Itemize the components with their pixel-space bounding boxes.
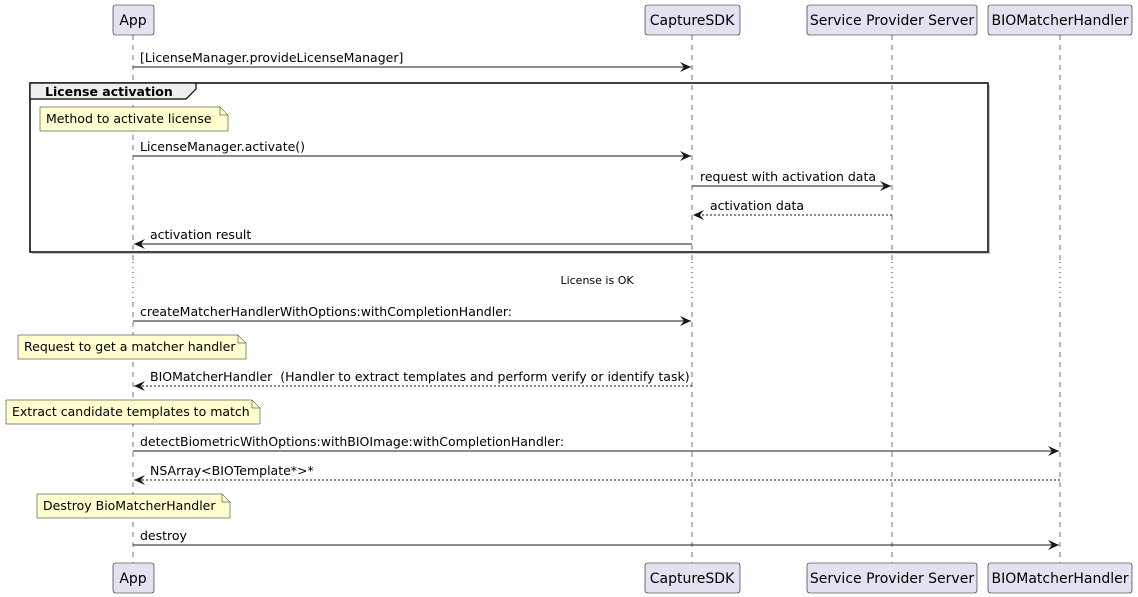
participant-bio-matcher[interactable]: BIOMatcherHandler [987,4,1133,36]
participant-bio-matcher-bottom[interactable]: BIOMatcherHandler [987,562,1133,594]
note: Request to get a matcher handler [17,334,247,360]
participant-app[interactable]: App [112,4,155,36]
participant-label: BIOMatcherHandler [992,571,1129,587]
note: Extract candidate templates to match [5,399,261,425]
message: [LicenseManager.provideLicenseManager] [133,50,691,72]
note-text: Destroy BioMatcherHandler [43,498,216,513]
group-license-activation: License activation [29,82,990,254]
message: activation result [134,227,692,249]
note-text: Request to get a matcher handler [24,339,236,354]
message-label: activation result [150,227,251,242]
note: Destroy BioMatcherHandler [36,493,231,519]
message: request with activation data [692,169,891,191]
note-text: Extract candidate templates to match [12,404,250,419]
message: BIOMatcherHandler (Handler to extract te… [134,369,692,391]
participant-service-provider[interactable]: Service Provider Server [806,4,978,36]
participant-label: CaptureSDK [650,13,735,29]
participant-label: BIOMatcherHandler [992,13,1129,29]
group-label: License activation [45,84,173,99]
message-label: [LicenseManager.provideLicenseManager] [140,50,403,65]
note-text: Method to activate license [46,111,212,126]
message-label: activation data [710,198,804,213]
message-label: destroy [140,528,188,543]
message-label: LicenseManager.activate() [140,139,305,154]
message: NSArray<BIOTemplate*>* [134,463,1060,485]
message-label: detectBiometricWithOptions:withBIOImage:… [140,434,564,449]
message: activation data [693,198,892,220]
participant-label: App [119,13,146,29]
participant-label: Service Provider Server [810,571,974,587]
message: createMatcherHandlerWithOptions:withComp… [133,304,691,326]
message-label: NSArray<BIOTemplate*>* [150,463,314,478]
message: LicenseManager.activate() [133,139,691,161]
participant-service-provider-bottom[interactable]: Service Provider Server [806,562,978,594]
message: detectBiometricWithOptions:withBIOImage:… [133,434,1059,456]
participant-app-bottom[interactable]: App [112,562,155,594]
participant-label: Service Provider Server [810,13,974,29]
message-label: createMatcherHandlerWithOptions:withComp… [140,304,512,319]
participant-label: CaptureSDK [650,571,735,587]
delay-label: License is OK [560,274,634,287]
lifelines [132,35,1061,563]
message: destroy [133,528,1059,550]
message-label: request with activation data [700,169,876,184]
participant-capturesdk-bottom[interactable]: CaptureSDK [644,562,741,594]
participant-capturesdk[interactable]: CaptureSDK [644,4,741,36]
note: Method to activate license [39,106,229,132]
participant-label: App [119,571,146,587]
message-label: BIOMatcherHandler (Handler to extract te… [150,369,690,384]
